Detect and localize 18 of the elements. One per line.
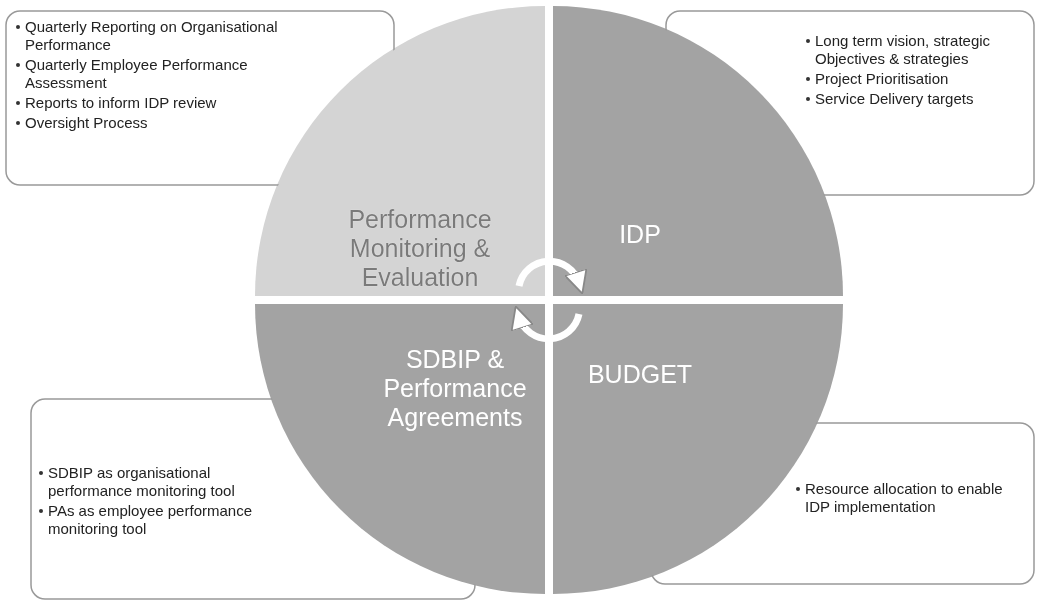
bullet-text: Quarterly Reporting on Organisational Performance [25, 18, 278, 53]
bullet-text: Quarterly Employee Performance Assessment [25, 56, 248, 91]
bullet-text: PAs as employee performance monitoring tool [48, 502, 252, 537]
bullet-text: Service Delivery targets [815, 90, 974, 107]
cycle-segment [255, 304, 545, 594]
segment-title: Performance Monitoring & Evaluation [347, 205, 493, 292]
bullet-text: Long term vision, strategic Objectives & strategies [815, 32, 991, 67]
bullet-text: SDBIP as organisational performance monitoring tool [48, 464, 235, 499]
bullet-text: Resource allocation to enable IDP implementation [805, 480, 1003, 515]
segment-title: IDP [618, 220, 662, 249]
bullet-text: Reports to inform IDP review [25, 94, 217, 111]
segment-title: SDBIP & Performance Agreements [382, 345, 528, 432]
segment-title: BUDGET [586, 360, 694, 389]
text-card [665, 10, 1035, 196]
bullet-text: Project Prioritisation [815, 70, 949, 87]
text-card [650, 422, 1035, 585]
bullet-text: Oversight Process [25, 114, 148, 131]
text-card [5, 10, 395, 186]
